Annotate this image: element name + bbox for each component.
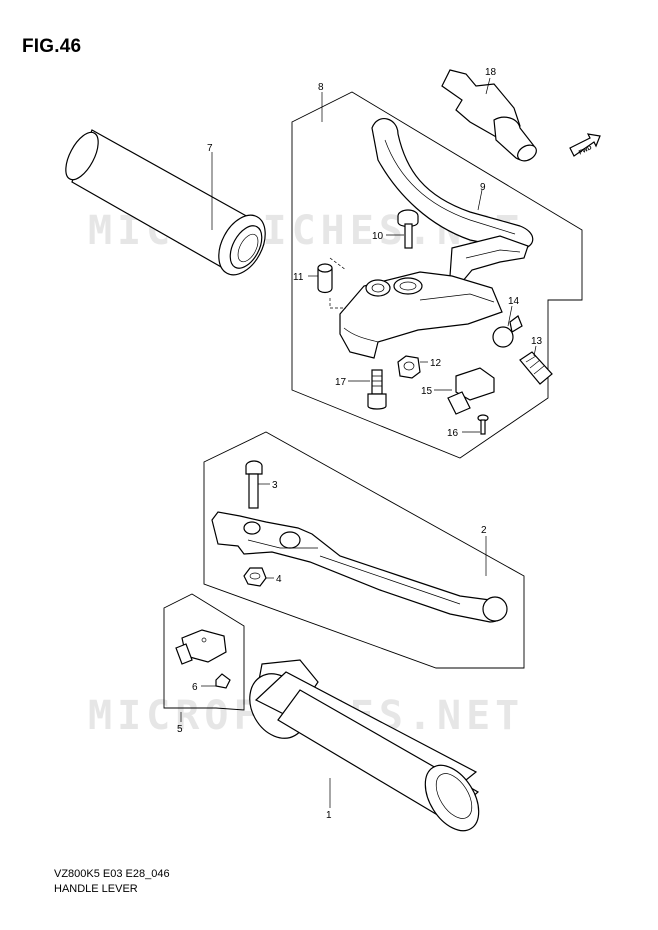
figure-title: FIG.46 <box>22 36 82 57</box>
screw-16 <box>477 414 489 435</box>
upper-assembly-box <box>291 91 583 459</box>
callout-5: 5 <box>177 724 183 735</box>
callout-9: 9 <box>480 182 486 193</box>
callout-16: 16 <box>447 428 459 439</box>
grip-7 <box>65 129 266 276</box>
forward-arrow-icon: FWD <box>569 133 601 157</box>
callout-1: 1 <box>326 810 332 821</box>
callout-13: 13 <box>531 336 543 347</box>
throttle-grip-1 <box>249 659 480 832</box>
leader-lines <box>180 77 537 808</box>
callout-4: 4 <box>276 574 282 585</box>
callout-14: 14 <box>508 296 520 307</box>
switch-pin-14 <box>492 315 523 348</box>
callout-18: 18 <box>485 67 497 78</box>
brake-switch <box>175 629 227 665</box>
bushing-11 <box>317 263 333 294</box>
model-code: VZ800K5 E03 E28_046 <box>54 868 170 880</box>
dust-boot-18 <box>441 69 537 162</box>
figure-name: HANDLE LEVER <box>54 883 138 895</box>
pivot-bolt-3 <box>245 460 263 509</box>
clutch-lever-9 <box>371 118 534 283</box>
fwd-label: FWD <box>578 145 594 157</box>
nut-4 <box>243 567 267 587</box>
callout-11: 11 <box>293 272 304 283</box>
switch-box-5 <box>163 593 245 711</box>
callout-15: 15 <box>421 386 433 397</box>
callout-12: 12 <box>430 358 442 369</box>
nut-12 <box>397 355 421 379</box>
callout-6: 6 <box>192 682 198 693</box>
lever-holder-bracket <box>339 271 503 359</box>
callout-8: 8 <box>318 82 324 93</box>
callout-2: 2 <box>481 525 487 536</box>
middle-assembly-box <box>203 431 525 669</box>
callout-10: 10 <box>372 231 384 242</box>
callout-17: 17 <box>335 377 347 388</box>
pivot-bolt-10 <box>397 209 419 249</box>
brake-lever-2 <box>211 511 508 623</box>
bolt-17 <box>367 369 387 410</box>
callout-7: 7 <box>207 143 213 154</box>
screw-6 <box>215 673 231 689</box>
clutch-switch-15 <box>447 367 495 415</box>
callout-3: 3 <box>272 480 278 491</box>
adjuster-screw-13 <box>519 351 553 385</box>
callout-numbers: 7 8 18 9 10 11 14 13 12 17 15 16 3 2 4 6… <box>177 67 543 821</box>
